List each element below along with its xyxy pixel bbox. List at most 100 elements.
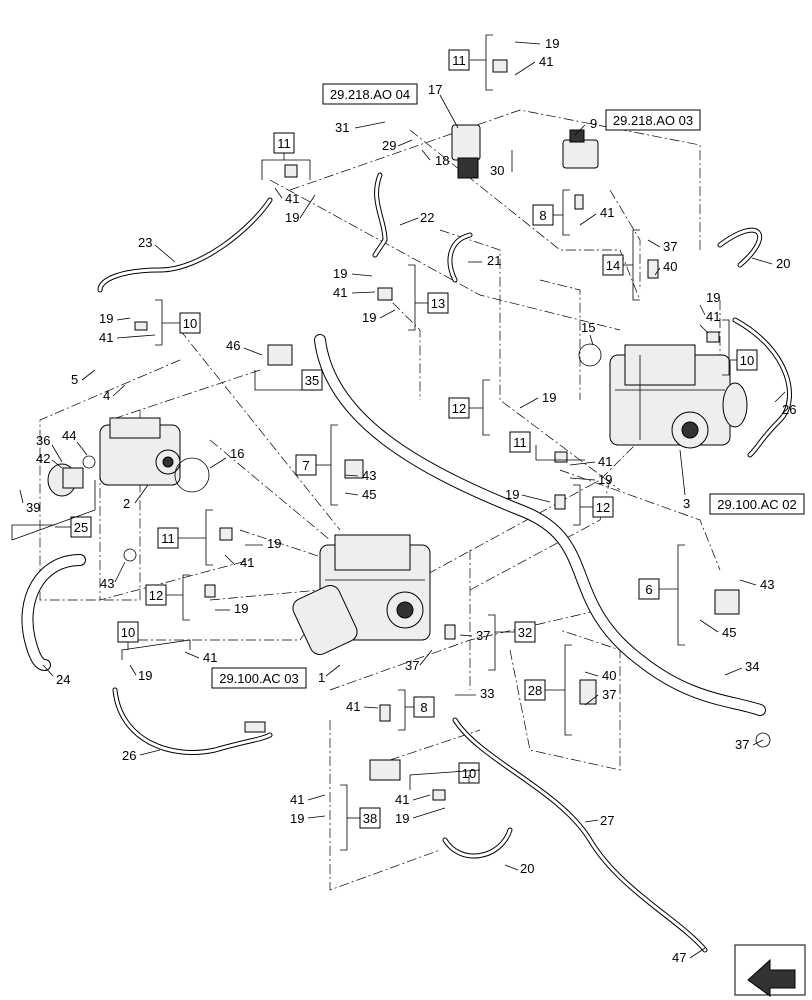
- callout-37: 37: [476, 628, 490, 643]
- callout-29: 29: [382, 138, 396, 153]
- callout-30: 30: [490, 163, 504, 178]
- callout-18: 18: [435, 153, 449, 168]
- callout-41: 41: [285, 191, 299, 206]
- callout-22: 22: [420, 210, 434, 225]
- brackets: [11, 34, 737, 851]
- callout-20: 20: [776, 256, 790, 271]
- callout-23: 23: [138, 235, 152, 250]
- callout-19: 19: [505, 487, 519, 502]
- callout-19: 19: [290, 811, 304, 826]
- callout-37: 37: [663, 239, 677, 254]
- callout-45: 45: [362, 487, 376, 502]
- callout-32: 32: [518, 625, 532, 640]
- callout-5: 5: [71, 372, 78, 387]
- callout-26: 26: [782, 402, 796, 417]
- callout-12: 12: [596, 500, 610, 515]
- callout-27: 27: [600, 813, 614, 828]
- callout-16: 16: [230, 446, 244, 461]
- callout-41: 41: [539, 54, 553, 69]
- callout-19: 19: [234, 601, 248, 616]
- pump-2: [47, 417, 181, 497]
- callout-43: 43: [760, 577, 774, 592]
- callout-11: 11: [513, 435, 527, 450]
- callout-28: 28: [528, 683, 542, 698]
- callout-1: 1: [318, 670, 325, 685]
- callout-38: 38: [363, 811, 377, 826]
- fittings: [62, 59, 771, 801]
- reference-boxes: 29.218.AO 04 29.218.AO 03 29.100.AC 02 2…: [211, 83, 805, 689]
- callout-8: 8: [539, 208, 546, 223]
- callout-7: 7: [302, 458, 309, 473]
- callout-4: 4: [103, 388, 110, 403]
- hoses: [21, 172, 792, 953]
- callout-24: 24: [56, 672, 70, 687]
- callout-43: 43: [362, 468, 376, 483]
- callout-41: 41: [600, 205, 614, 220]
- callout-46: 46: [226, 338, 240, 353]
- callout-36: 36: [36, 433, 50, 448]
- callout-11: 11: [161, 531, 175, 546]
- reference-29-100-ac-02: 29.100.AC 02: [717, 497, 797, 512]
- boxed-callouts: 11 11 8 14 10 13 10 35 12 11 7 12 25 11 …: [70, 49, 758, 829]
- callout-19: 19: [285, 210, 299, 225]
- callout-19: 19: [706, 290, 720, 305]
- callout-13: 13: [431, 296, 445, 311]
- reference-29-218-ao-03: 29.218.AO 03: [613, 113, 693, 128]
- pump-1: [292, 534, 431, 655]
- callout-39: 39: [26, 500, 40, 515]
- next-page-arrow-icon[interactable]: [734, 944, 806, 997]
- assembly-lines: [39, 109, 721, 891]
- callout-3: 3: [683, 496, 690, 511]
- callout-40: 40: [602, 668, 616, 683]
- pump-3: [609, 344, 748, 449]
- reference-29-100-ac-03: 29.100.AC 03: [219, 671, 299, 686]
- callout-12: 12: [452, 401, 466, 416]
- callout-8: 8: [420, 700, 427, 715]
- callout-41: 41: [290, 792, 304, 807]
- callout-31: 31: [335, 120, 349, 135]
- callout-15: 15: [581, 320, 595, 335]
- callout-14: 14: [606, 258, 620, 273]
- callout-11: 11: [452, 53, 466, 68]
- callout-42: 42: [36, 451, 50, 466]
- callout-33: 33: [480, 686, 494, 701]
- callout-41: 41: [99, 330, 113, 345]
- callout-37: 37: [405, 658, 419, 673]
- hose-23: [97, 197, 273, 293]
- callout-41: 41: [203, 650, 217, 665]
- callout-9: 9: [590, 116, 597, 131]
- callout-34: 34: [745, 659, 759, 674]
- callout-10: 10: [740, 353, 754, 368]
- reference-29-218-ao-04: 29.218.AO 04: [330, 87, 410, 102]
- valve-17: [451, 124, 481, 179]
- callout-19: 19: [362, 310, 376, 325]
- hose-20-upper: [717, 227, 763, 268]
- callout-43: 43: [100, 576, 114, 591]
- callout-41: 41: [598, 454, 612, 469]
- callout-19: 19: [598, 472, 612, 487]
- callout-37: 37: [735, 737, 749, 752]
- callout-35: 35: [305, 373, 319, 388]
- callout-44: 44: [62, 428, 76, 443]
- callout-19: 19: [542, 390, 556, 405]
- callout-26: 26: [122, 748, 136, 763]
- callout-41: 41: [333, 285, 347, 300]
- callout-19: 19: [267, 536, 281, 551]
- callout-20: 20: [520, 861, 534, 876]
- number-callouts: 19 41 17 31 29 18 30 9 41 19 23 22 41 21…: [19, 36, 796, 965]
- callout-47: 47: [672, 950, 686, 965]
- callout-2: 2: [123, 496, 130, 511]
- callout-37: 37: [602, 687, 616, 702]
- callout-21: 21: [487, 253, 501, 268]
- callout-19: 19: [395, 811, 409, 826]
- callout-19: 19: [138, 668, 152, 683]
- callout-19: 19: [545, 36, 559, 51]
- callout-10: 10: [462, 766, 476, 781]
- callout-45: 45: [722, 625, 736, 640]
- callout-19: 19: [333, 266, 347, 281]
- callout-19: 19: [99, 311, 113, 326]
- callout-11: 11: [277, 136, 291, 151]
- callout-41: 41: [706, 309, 720, 324]
